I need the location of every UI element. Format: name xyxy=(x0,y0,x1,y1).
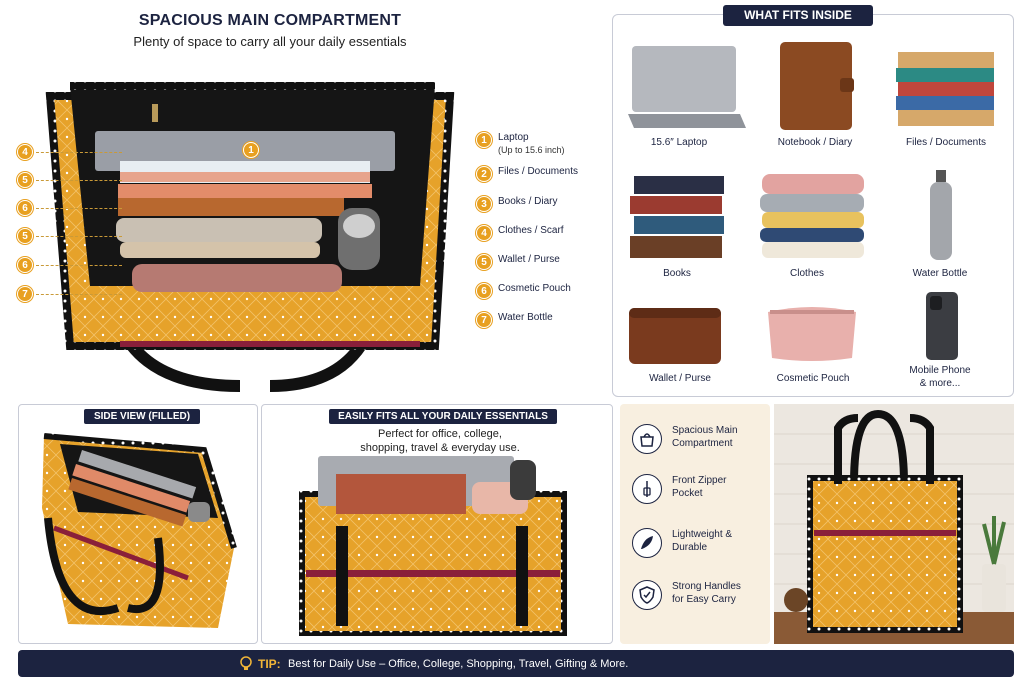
fit-label: 15.6″ Laptop xyxy=(650,137,708,148)
bag-icon xyxy=(632,424,662,454)
left-callout-badge: 5 xyxy=(17,172,33,188)
feature-line2: for Easy Carry xyxy=(672,594,736,605)
feature-line1: Front Zipper xyxy=(672,475,727,486)
feather-icon xyxy=(632,528,662,558)
side-view-title: SIDE VIEW (FILLED) xyxy=(84,409,200,424)
left-callout-badge: 6 xyxy=(17,257,33,273)
clothes-icon xyxy=(760,174,864,258)
feature-line2: Compartment xyxy=(672,438,733,449)
legend-item: 3 Books / Diary xyxy=(476,196,557,212)
feature-line1: Lightweight & xyxy=(672,529,733,540)
zipper-icon xyxy=(632,474,662,504)
tip-text: Best for Daily Use – Office, College, Sh… xyxy=(288,658,629,670)
legend-item: 7 Water Bottle xyxy=(476,312,553,328)
lightbulb-icon xyxy=(240,656,252,670)
main-bag-illustration xyxy=(45,82,455,392)
feature-line2: Durable xyxy=(672,542,708,553)
fit-label-more: & more... xyxy=(919,378,961,389)
laptop-icon xyxy=(628,46,746,128)
main-title: SPACIOUS MAIN COMPARTMENT xyxy=(138,12,402,29)
feature-line1: Strong Handles xyxy=(672,581,741,592)
legend-badge: 1 xyxy=(476,132,492,148)
fit-label: Water Bottle xyxy=(912,268,968,279)
essentials-bag-illustration xyxy=(299,456,567,636)
legend-item: 2 Files / Documents xyxy=(476,166,578,182)
legend-label: Books / Diary xyxy=(498,196,558,207)
legend-label: Files / Documents xyxy=(498,166,579,177)
essentials-title: EASILY FITS ALL YOUR DAILY ESSENTIALS xyxy=(329,409,557,424)
legend-item: 5 Wallet / Purse xyxy=(476,254,560,270)
feature-line1: Spacious Main xyxy=(672,425,738,436)
fit-label: Notebook / Diary xyxy=(777,137,853,148)
books-icon xyxy=(630,176,724,258)
feature-item: Lightweight & Durable xyxy=(632,528,766,562)
legend-badge: 7 xyxy=(476,312,492,328)
legend-label: Laptop xyxy=(498,132,529,143)
tip-label: TIP: xyxy=(258,657,281,671)
legend-badge: 3 xyxy=(476,196,492,212)
legend-sublabel: (Up to 15.6 inch) xyxy=(498,145,565,155)
fit-label: Files / Documents xyxy=(905,137,987,148)
left-callout-badge: 4 xyxy=(17,144,33,160)
legend-label: Water Bottle xyxy=(498,312,553,323)
notebook-icon xyxy=(780,42,854,130)
inside-callout-badge: 1 xyxy=(243,142,259,158)
left-callout-badge: 6 xyxy=(17,200,33,216)
feature-item: Strong Handles for Easy Carry xyxy=(632,580,766,614)
legend-badge: 4 xyxy=(476,225,492,241)
legend-badge: 5 xyxy=(476,254,492,270)
main-subtitle: Plenty of space to carry all your daily … xyxy=(133,34,407,49)
water-bottle-icon xyxy=(930,170,952,260)
lifestyle-photo xyxy=(774,404,1014,644)
legend-label: Wallet / Purse xyxy=(498,254,560,265)
legend-label: Cosmetic Pouch xyxy=(498,283,571,294)
fit-label: Clothes xyxy=(790,268,824,279)
left-callout-badge: 7 xyxy=(17,286,33,302)
fit-label: Mobile Phone xyxy=(909,365,971,376)
legend-badge: 2 xyxy=(476,166,492,182)
tip-bar: TIP: Best for Daily Use – Office, Colleg… xyxy=(18,650,1014,677)
legend-item: 1 Laptop (Up to 15.6 inch) xyxy=(476,132,565,155)
wallet-icon xyxy=(629,308,721,364)
fit-label: Cosmetic Pouch xyxy=(776,373,850,384)
what-fits-title: WHAT FITS INSIDE xyxy=(723,5,873,26)
left-callout-badge: 5 xyxy=(17,228,33,244)
side-view-bag-illustration xyxy=(42,433,237,628)
essentials-line1: Perfect for office, college, xyxy=(378,428,502,440)
essentials-line2: shopping, travel & everyday use. xyxy=(360,442,520,454)
files-icon xyxy=(896,52,994,126)
legend-label: Clothes / Scarf xyxy=(498,225,564,236)
fit-label: Books xyxy=(663,268,691,279)
feature-line2: Pocket xyxy=(672,488,703,499)
legend-item: 4 Clothes / Scarf xyxy=(476,225,564,241)
legend-badge: 6 xyxy=(476,283,492,299)
legend-item: 6 Cosmetic Pouch xyxy=(476,283,571,299)
cosmetic-pouch-icon xyxy=(768,307,856,361)
shield-check-icon xyxy=(632,580,662,610)
fit-label: Wallet / Purse xyxy=(649,373,711,384)
mobile-phone-icon xyxy=(926,292,958,360)
